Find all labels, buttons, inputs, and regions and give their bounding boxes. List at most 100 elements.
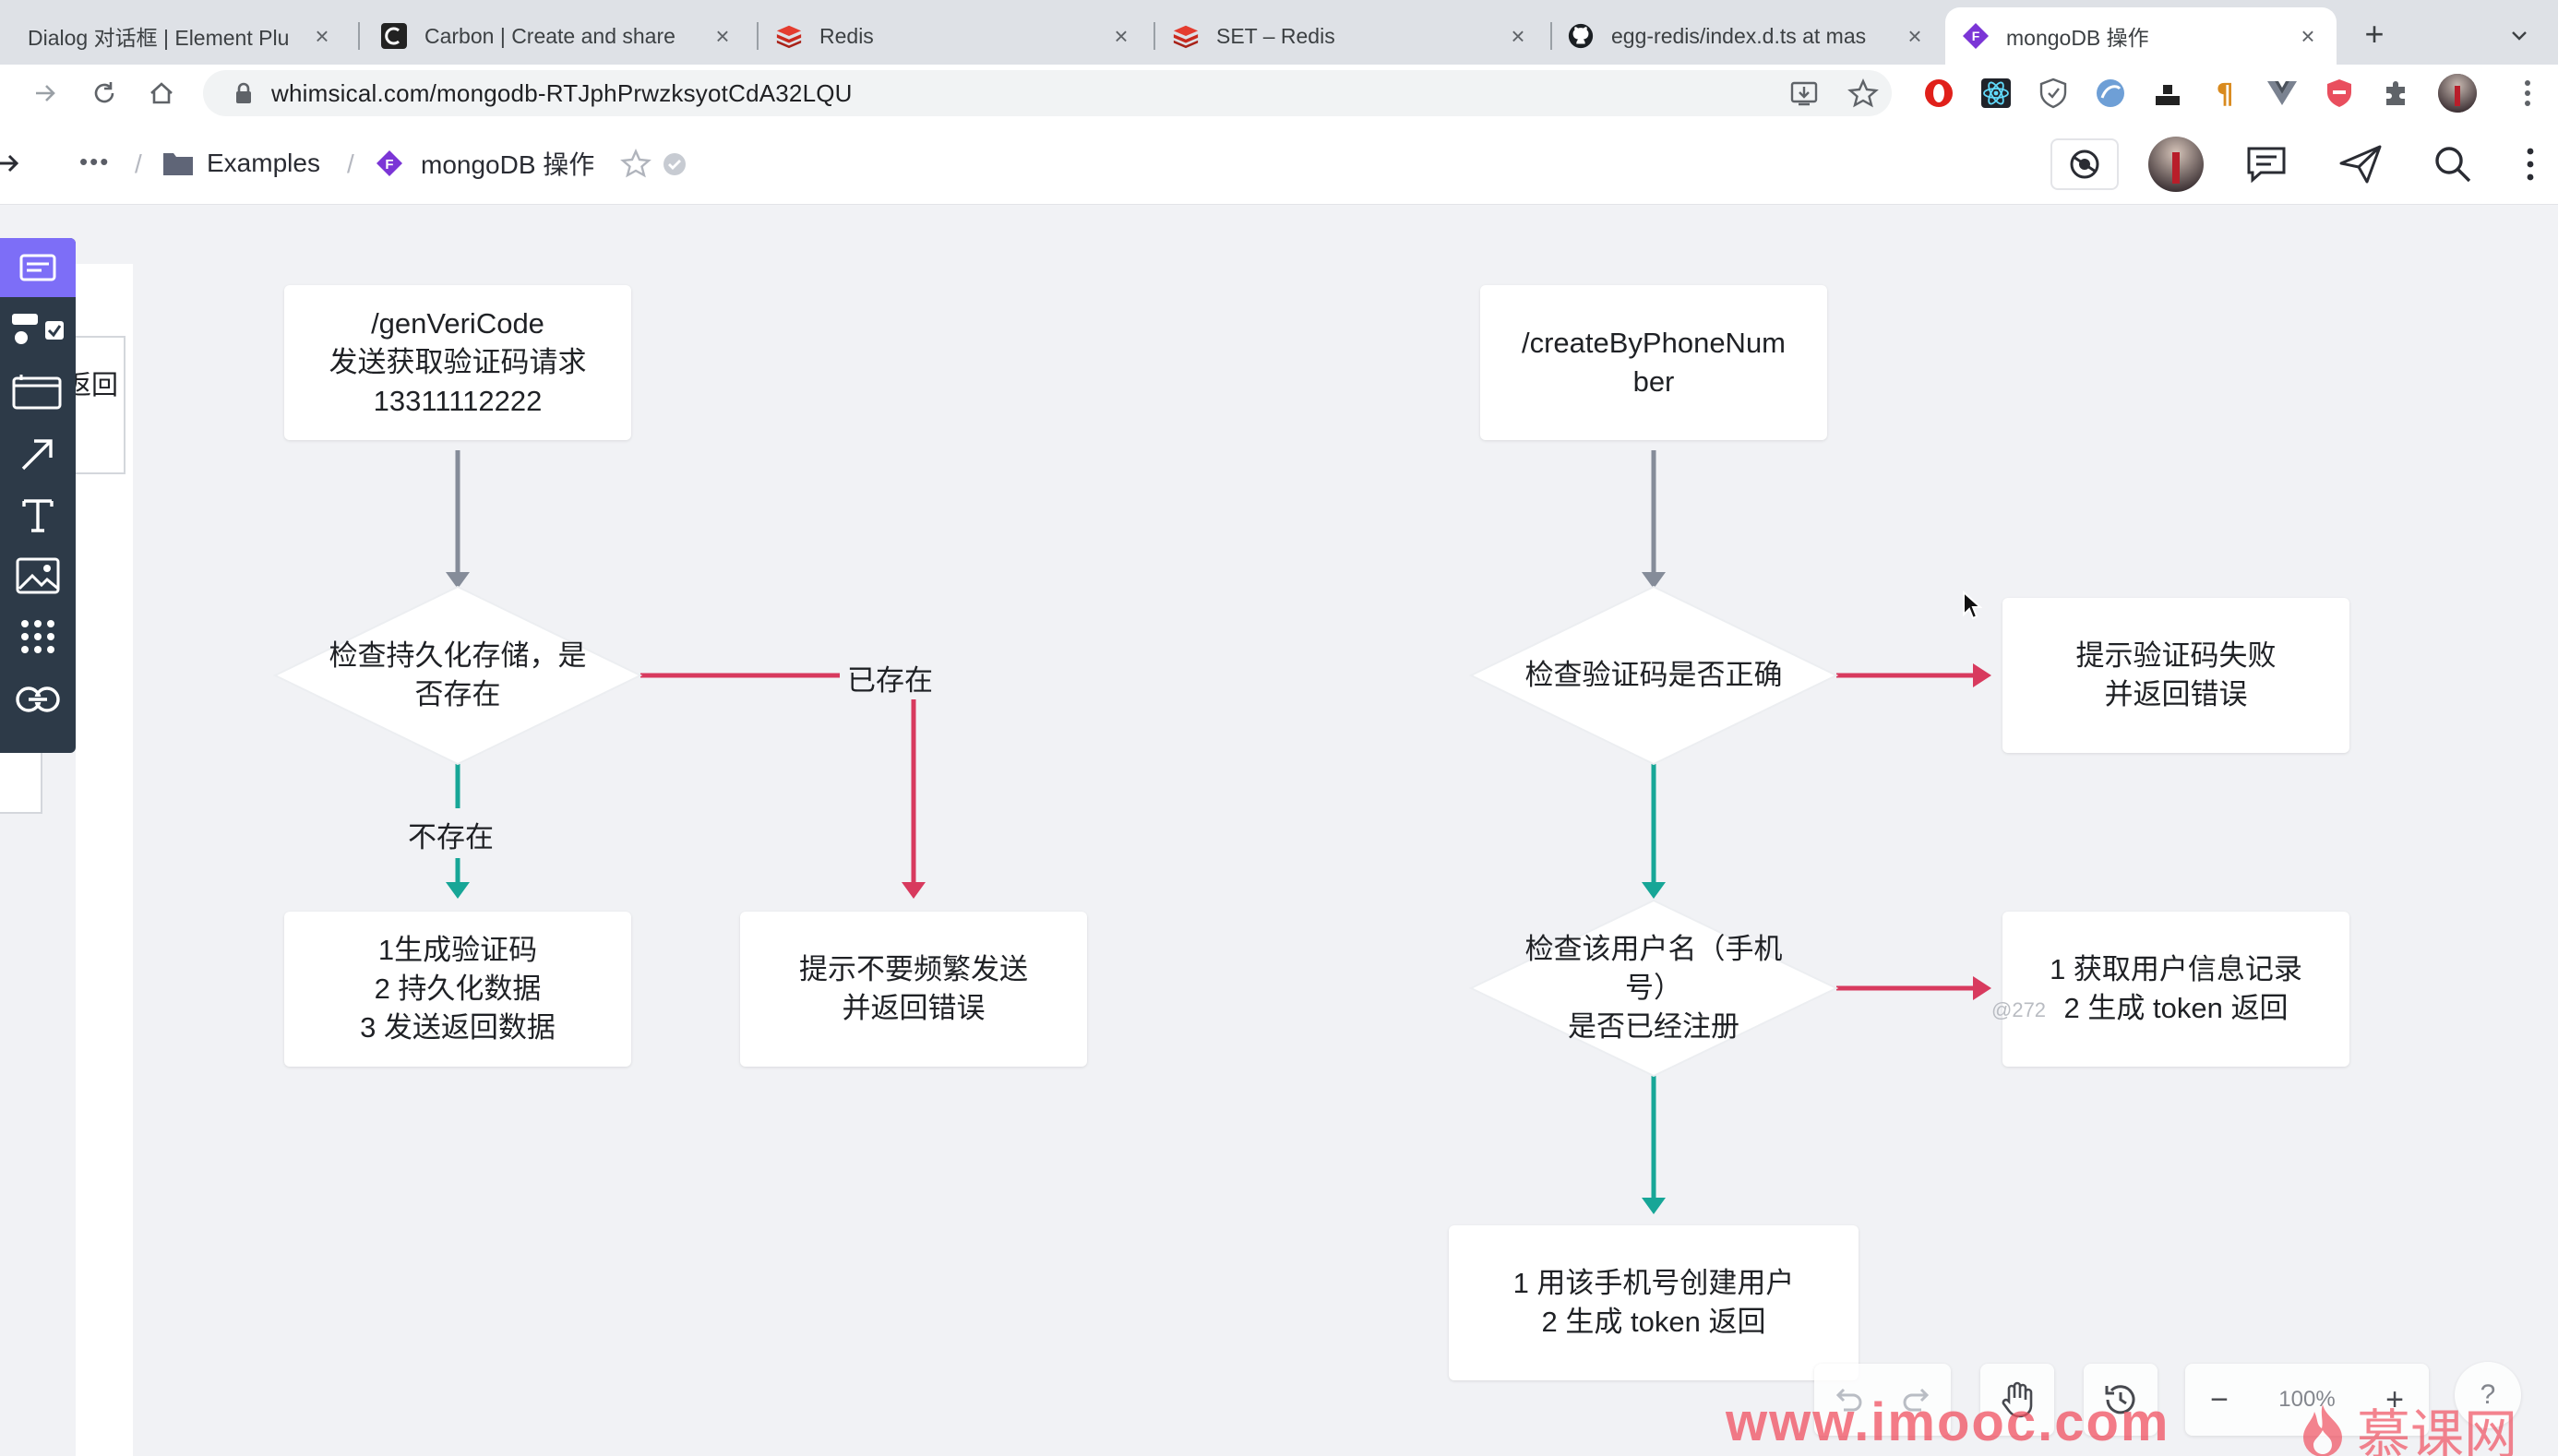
node-create-user-token[interactable]: 1 用该手机号创建用户 2 生成 token 返回 [1449, 1225, 1859, 1380]
profile-avatar[interactable] [2436, 72, 2479, 114]
undo-button[interactable] [1814, 1386, 1883, 1414]
extension-globe-icon[interactable] [2093, 76, 2128, 111]
browser-menu-icon[interactable] [2510, 76, 2545, 111]
tool-frame[interactable] [0, 362, 76, 421]
zoom-controls: − 100% + [2185, 1364, 2429, 1436]
node-genvericode-start[interactable]: /genVeriCode 发送获取验证码请求 13311112222 [284, 285, 631, 440]
tab-redis[interactable]: Redis × [762, 7, 1150, 65]
opera-extension-icon[interactable] [1921, 76, 1956, 111]
browser-tab-strip: Dialog 对话框 | Element Plu × Carbon | Crea… [0, 0, 2558, 65]
history-icon [2105, 1385, 2135, 1414]
close-icon[interactable]: × [1511, 21, 1525, 50]
extensions-puzzle-icon[interactable] [2379, 76, 2414, 111]
pan-tool-button[interactable] [1980, 1364, 2054, 1436]
edge-check-user-to-existing[interactable] [1836, 976, 1991, 1000]
tool-image[interactable] [0, 546, 76, 605]
help-button[interactable]: ? [2455, 1362, 2521, 1428]
presentation-mode-button[interactable] [2050, 138, 2119, 190]
install-app-icon[interactable] [1788, 78, 1820, 109]
close-icon[interactable]: × [715, 21, 730, 50]
home-button[interactable] [140, 72, 183, 114]
search-button[interactable] [2427, 138, 2479, 190]
tool-board[interactable] [0, 238, 76, 297]
edge-start-to-check[interactable] [446, 450, 470, 589]
pilcrow-icon[interactable]: ¶ [2207, 76, 2242, 111]
edge-check-code-to-fail[interactable] [1836, 663, 1991, 687]
edge-check-to-success[interactable] [446, 764, 470, 899]
tab-search-button[interactable] [2501, 17, 2538, 54]
zoom-in-button[interactable]: + [2385, 1381, 2404, 1417]
comments-button[interactable] [2241, 138, 2292, 190]
close-icon[interactable]: × [315, 21, 329, 50]
chevron-down-icon [2512, 31, 2527, 41]
tool-connector[interactable] [0, 424, 76, 483]
node-check-code[interactable]: 检查验证码是否正确 [1524, 659, 1783, 691]
tab-mongodb-active[interactable]: F mongoDB 操作 × [1945, 7, 2337, 65]
node-generate-code[interactable]: 1生成验证码 2 持久化数据 3 发送返回数据 [284, 912, 631, 1067]
shield-icon[interactable] [2036, 76, 2071, 111]
redis-icon [1172, 22, 1200, 50]
close-icon[interactable]: × [2301, 21, 2315, 50]
zoom-out-button[interactable]: − [2210, 1381, 2229, 1417]
eye-icon [2070, 149, 2099, 179]
whimsical-icon: F [1962, 22, 1990, 50]
forward-button[interactable] [24, 72, 66, 114]
tool-link[interactable] [0, 670, 76, 729]
address-bar[interactable]: whimsical.com/mongodb-RTJphPrwzksyotCdA3… [203, 70, 1892, 116]
history-button[interactable] [2084, 1364, 2158, 1436]
carbon-icon [380, 22, 408, 50]
close-icon[interactable]: × [1114, 21, 1129, 50]
zoom-level[interactable]: 100% [2278, 1387, 2336, 1412]
decision-diamond-shape[interactable] [1468, 585, 1839, 766]
tab-redis-set[interactable]: SET – Redis × [1159, 7, 1547, 65]
redo-button[interactable] [1883, 1386, 1951, 1414]
text-tool-icon [22, 499, 54, 532]
edge-check-to-fail[interactable] [640, 673, 926, 899]
decision-diamond-shape[interactable] [1468, 899, 1839, 1078]
svg-text:F: F [1972, 29, 1980, 43]
favorite-star-icon[interactable] [620, 148, 651, 179]
reload-button[interactable] [83, 72, 126, 114]
lock-icon[interactable] [225, 82, 262, 104]
arrow-right-icon [36, 85, 55, 101]
close-icon[interactable]: × [1907, 21, 1922, 50]
breadcrumb-folder-examples[interactable]: Examples [162, 122, 320, 205]
node-create-by-phone-start[interactable]: /createByPhoneNum ber [1480, 285, 1827, 440]
doc-menu-button[interactable] [2504, 138, 2556, 190]
more-breadcrumbs-button[interactable]: ••• [79, 148, 111, 175]
shapes-checkbox-icon [12, 314, 64, 344]
tool-text[interactable] [0, 485, 76, 544]
tab-carbon[interactable]: Carbon | Create and share × [364, 7, 751, 65]
adblock-shield-icon[interactable] [2322, 76, 2357, 111]
share-button[interactable] [2335, 138, 2386, 190]
node-check-storage[interactable]: 检查持久化存储，是 否存在 [329, 639, 587, 710]
edge-label-not-exists: 不存在 [402, 814, 499, 855]
breadcrumb-current-doc[interactable]: F mongoDB 操作 [375, 122, 594, 205]
edge-check-code-to-check-user[interactable] [1642, 764, 1666, 899]
bookmark-star-icon[interactable] [1847, 78, 1879, 109]
tool-shapes[interactable] [0, 299, 76, 358]
extension-stack-icon[interactable] [2150, 76, 2185, 111]
search-icon [2435, 147, 2471, 183]
image-icon [16, 557, 60, 594]
vue-devtools-icon[interactable] [2265, 76, 2300, 111]
node-code-fail-error[interactable]: 提示验证码失败 并返回错误 [2002, 598, 2349, 753]
user-avatar[interactable] [2146, 135, 2205, 194]
tab-element-dialog[interactable]: Dialog 对话框 | Element Plu × [0, 7, 351, 65]
tool-more-grid[interactable] [0, 607, 76, 666]
new-tab-button[interactable]: + [2364, 15, 2385, 53]
tab-divider [1550, 22, 1552, 50]
edge-check-user-to-create[interactable] [1642, 1076, 1666, 1214]
react-devtools-icon[interactable] [1978, 76, 2014, 111]
node-check-user-registered[interactable]: 检查该用户名（手机 号） 是否已经注册 [1524, 933, 1783, 1043]
edge-start-to-check-code[interactable] [1642, 450, 1666, 589]
decision-diamond-shape[interactable] [272, 585, 643, 766]
board-icon [19, 254, 56, 281]
back-arrow-icon[interactable] [0, 149, 20, 177]
reload-icon [94, 82, 114, 103]
arrow-diagonal-icon [21, 439, 53, 471]
node-existing-user-token[interactable]: 1 获取用户信息记录 2 生成 token 返回 [2002, 912, 2349, 1067]
tab-github-egg-redis[interactable]: egg-redis/index.d.ts at mas × [1556, 7, 1943, 65]
node-too-frequent-error[interactable]: 提示不要频繁发送 并返回错误 [740, 912, 1087, 1067]
